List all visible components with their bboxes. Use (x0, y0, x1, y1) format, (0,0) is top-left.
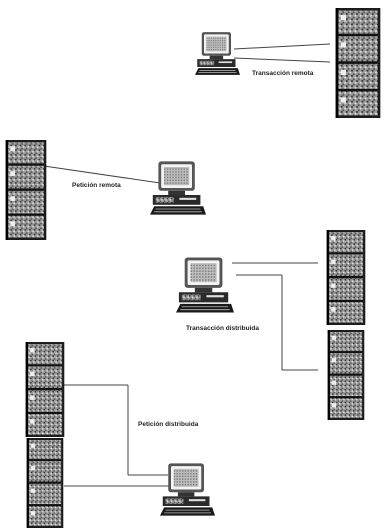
workstation-icon (160, 463, 215, 515)
distributed-transaction-label: Transacción distribuida (186, 325, 259, 332)
workstation-icon (176, 257, 234, 312)
distributed-request-scene (26, 342, 215, 528)
workstation-icon (195, 32, 240, 75)
remote-transaction-label: Transacción remota (252, 70, 313, 77)
server-icon (27, 438, 64, 528)
remote-transaction-scene (195, 8, 380, 118)
remote-request-scene (6, 140, 206, 240)
connection-line (234, 58, 330, 62)
connection-line (234, 44, 330, 49)
workstation-icon (150, 161, 206, 214)
server-icon (327, 230, 366, 325)
distributed-request-label: Petición distribuida (138, 421, 198, 428)
server-icon (336, 8, 381, 118)
server-icon (328, 330, 365, 420)
server-icon (26, 342, 65, 437)
connection-line (44, 166, 160, 183)
remote-request-label: Petición remota (72, 182, 121, 189)
server-icon (6, 140, 47, 240)
